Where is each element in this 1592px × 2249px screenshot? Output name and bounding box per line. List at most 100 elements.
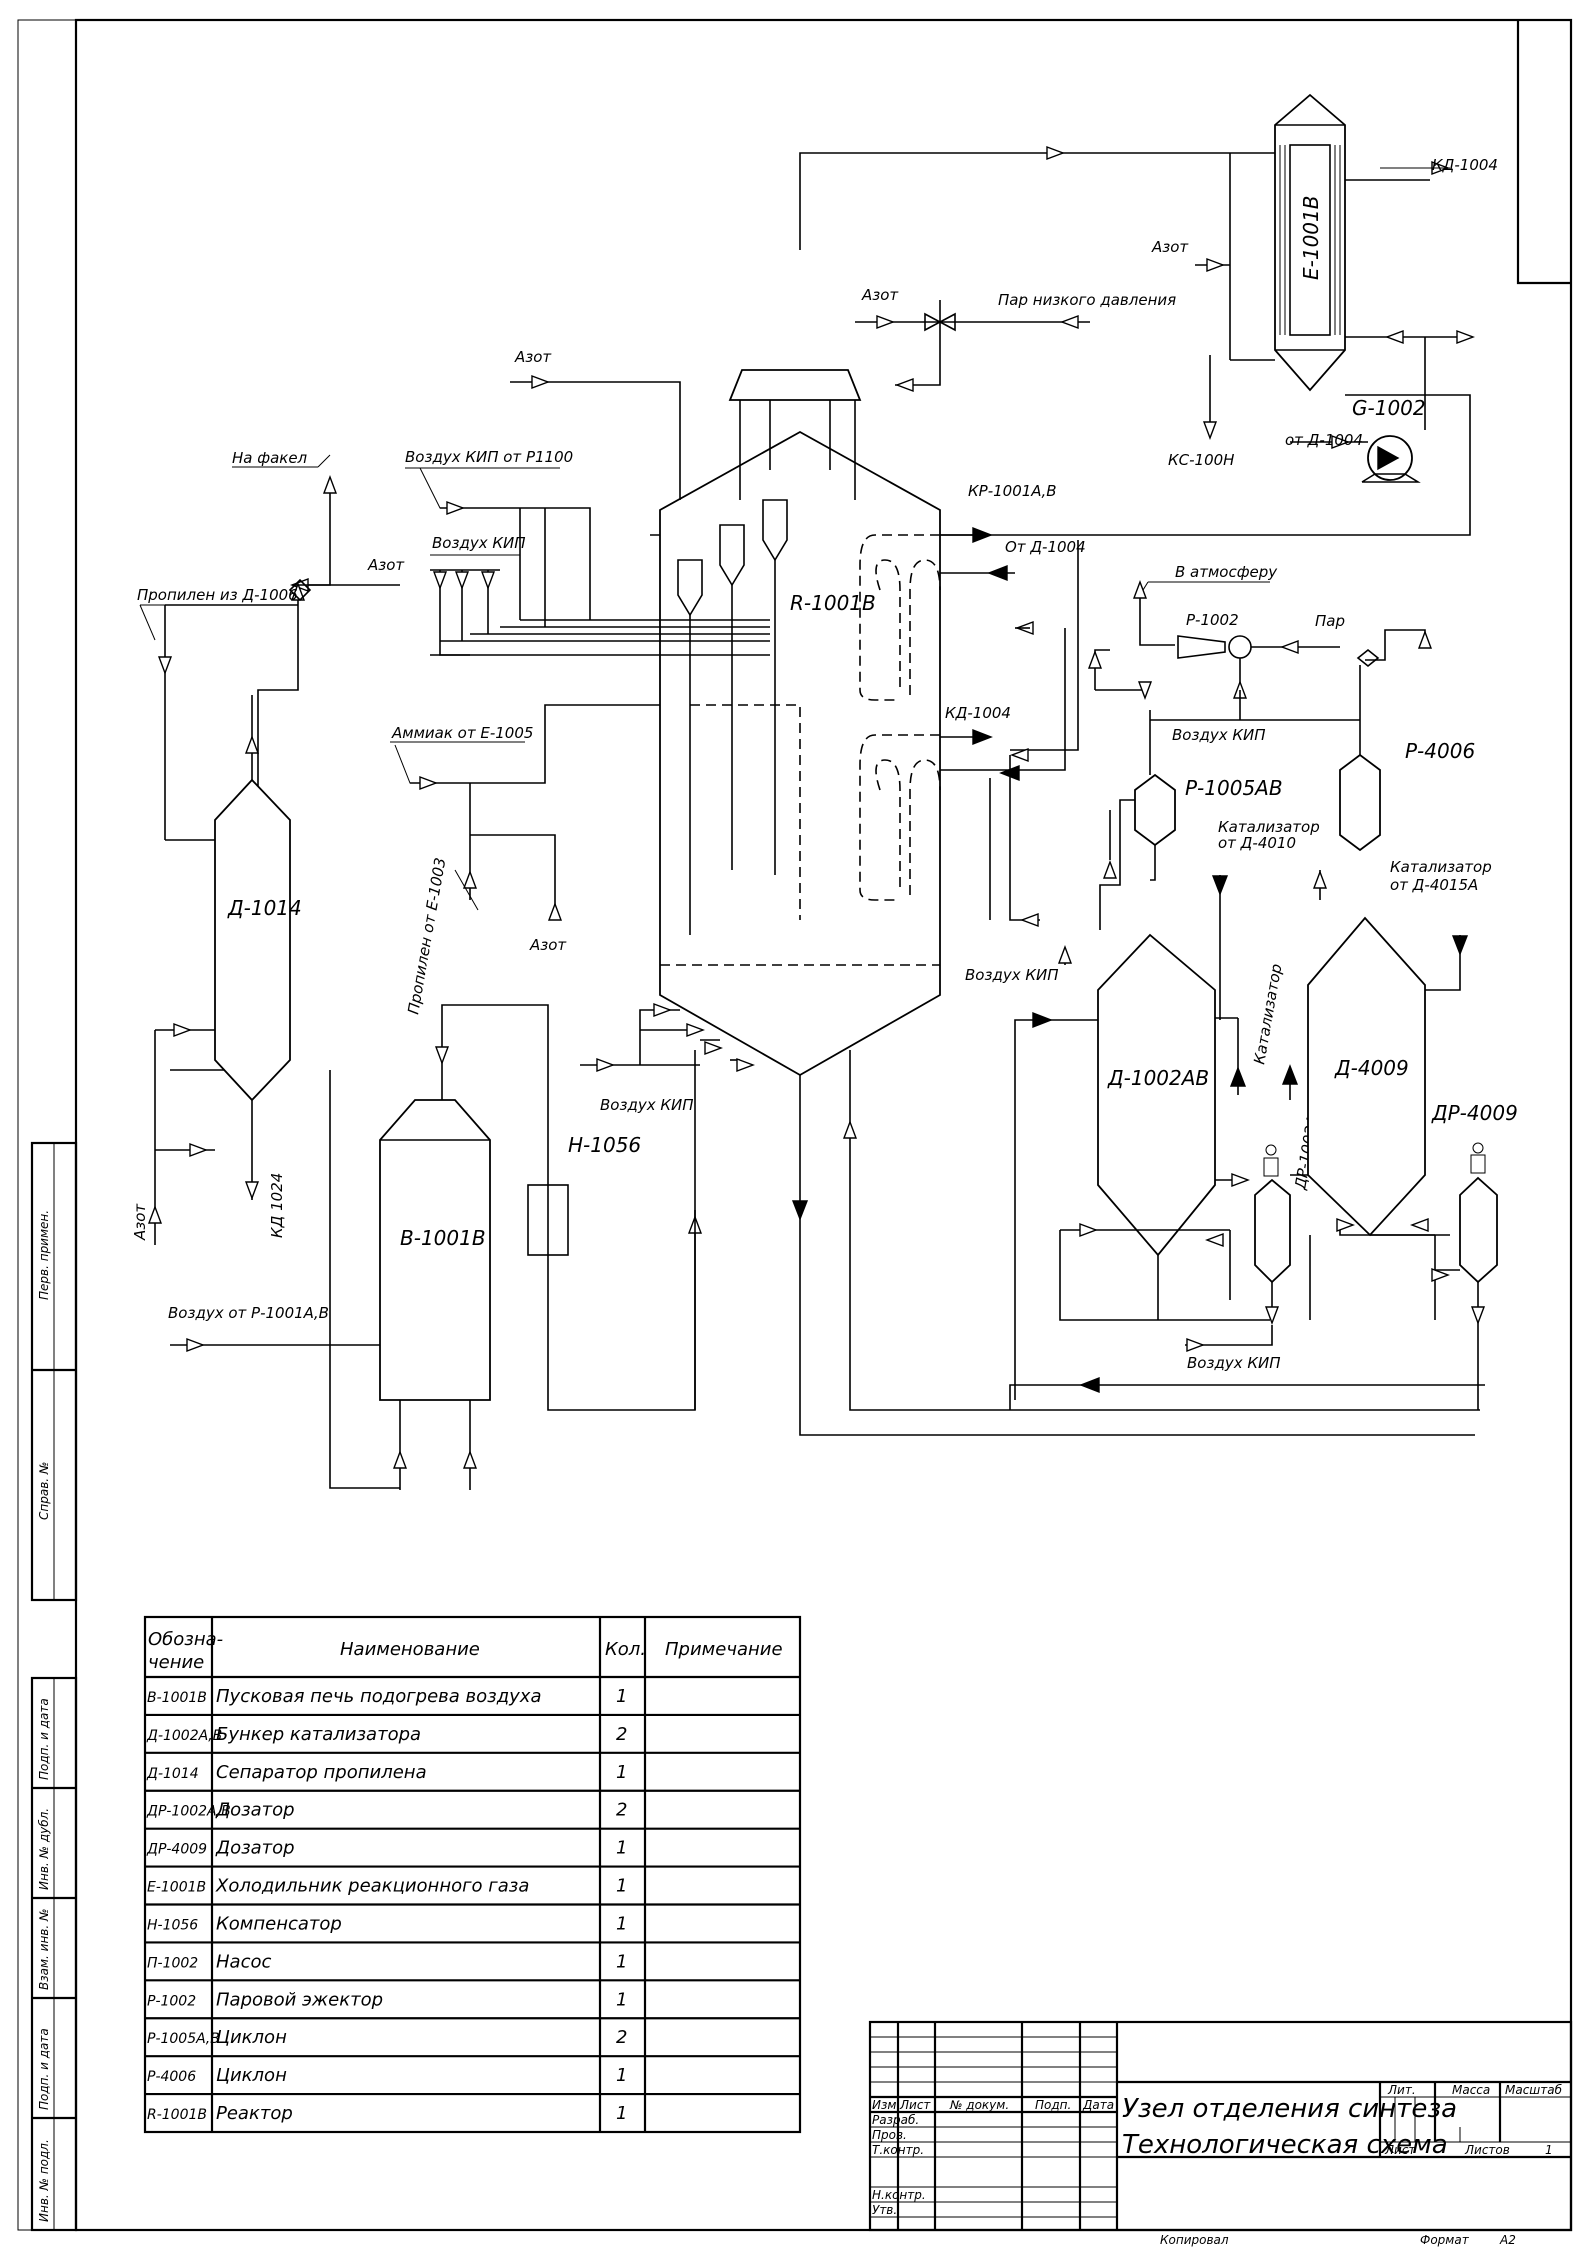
side-sprav-no: Справ. № [37, 1462, 51, 1520]
tb-title-line2: Технологическая схема [1122, 2130, 1448, 2160]
table-cell-designation: Р-1002 [147, 1993, 196, 2009]
table-cell-qty: 1 [616, 2065, 627, 2086]
tag-b1001b: В-1001В [400, 1226, 486, 1250]
label-vozduh-kip-bottom: Воздух КИП [600, 1096, 694, 1114]
table-cell-qty: 2 [616, 1724, 627, 1745]
label-vozduh-kip-p1005: Воздух КИП [1172, 726, 1266, 744]
label-propilen-d1006: Пропилен из Д-1006 [137, 586, 298, 604]
table-cell-qty: 2 [616, 2027, 627, 2048]
table-header-qty: Кол. [605, 1639, 646, 1660]
side-podp-data-2: Подп. и дата [37, 2028, 51, 2110]
label-azot-top: Азот [861, 286, 899, 304]
label-na-fakel: На факел [232, 449, 308, 467]
side-vzam-inv: Взам. инв. № [37, 1909, 51, 1990]
tb-lit: Лит. [1387, 2083, 1416, 2097]
table-cell-name: Дозатор [215, 1838, 295, 1859]
table-cell-name: Холодильник реакционного газа [215, 1876, 529, 1897]
tb-format-value: А2 [1499, 2233, 1516, 2247]
tb-title-line1: Узел отделения синтеза [1122, 2094, 1457, 2124]
tb-razrab: Разраб. [872, 2113, 919, 2127]
label-katalizator-d4010-2: от Д-4010 [1218, 834, 1296, 852]
title-block: Изм. Лист № докум. Подп. Дата Разраб. Пр… [868, 2020, 1573, 2247]
tag-p4006: Р-4006 [1405, 739, 1475, 763]
label-azot-ammiak: Азот [529, 936, 567, 954]
drawing-frame [17, 18, 1573, 2232]
label-vozduh-kip-reactor: Воздух КИП [965, 966, 1059, 984]
tag-d1014: Д-1014 [227, 896, 302, 920]
table-cell-designation: ДР-4009 [146, 1842, 207, 1858]
table-cell-designation: Н-1056 [147, 1917, 198, 1933]
table-cell-qty: 1 [616, 1876, 627, 1897]
tb-utv: Утв. [872, 2203, 897, 2217]
cooler-e1001b: Е-1001В [1274, 93, 1346, 392]
pump-g1002: G-1002 от Д-1004 [1285, 396, 1426, 483]
furnace-b1001b: В-1001В Н-1056 Воздух от Р-1001А,В [168, 1004, 702, 1490]
table-cell-designation: Р-4006 [147, 2069, 196, 2085]
doser-dr4009: ДР-4009 [1431, 1101, 1518, 1410]
table-cell-name: Циклон [216, 2027, 287, 2048]
label-propilen-e1003: Пропилен от Е-1003 [404, 856, 449, 1015]
tag-g1002: G-1002 [1352, 396, 1426, 420]
table-cell-designation: Р-1005А,В [147, 2031, 220, 2047]
tag-r1001b: R-1001В [790, 591, 876, 615]
label-ammiak-e1005: Аммиак от Е-1005 [391, 724, 533, 742]
label-katalizator-vert: Катализатор [1250, 962, 1285, 1065]
tb-tkontr: Т.контр. [872, 2143, 924, 2157]
label-azot-e: Азот [1151, 238, 1189, 256]
hopper-d4009: Д-4009 Катализатор от Д-4015А [1290, 858, 1492, 1320]
separator-d1014: Д-1014 Азот КД 1024 [131, 695, 302, 1245]
table-header-name: Наименование [340, 1639, 480, 1660]
table-cell-name: Бункер катализатора [216, 1724, 421, 1745]
label-katalizator-d4010-1: Катализатор [1218, 818, 1320, 836]
tb-col-doc: № докум. [949, 2098, 1009, 2112]
table-cell-name: Паровой эжектор [216, 1989, 383, 2010]
table-cell-qty: 1 [616, 1686, 627, 1707]
tag-d4009: Д-4009 [1334, 1056, 1409, 1080]
table-cell-name: Реактор [216, 2103, 293, 2124]
tag-dr4009: ДР-4009 [1431, 1101, 1518, 1125]
tb-col-izm: Изм. [872, 2098, 900, 2112]
table-cell-designation: Д-1002А,В [146, 1728, 222, 1744]
label-kd1004-top: КД-1004 [1432, 156, 1498, 174]
specification-table: Обозна- чение Наименование Кол. Примечан… [143, 1615, 802, 2134]
side-stamp: Перв. примен. Справ. № Подп. и дата Инв.… [30, 1141, 78, 2232]
e1001b-piping: КД-1004 Азот КС-100Н [650, 146, 1498, 536]
tb-massa: Масса [1452, 2083, 1490, 2097]
label-katalizator-d4015-2: от Д-4015А [1390, 876, 1478, 894]
tb-kopiroval: Копировал [1160, 2233, 1229, 2247]
reactor-right-connections: КР-1001А,В От Д-1004 КД-1004 Воздух КИП [940, 482, 1086, 984]
table-cell-qty: 1 [616, 1762, 627, 1783]
tb-listov: Листов [1464, 2143, 1510, 2157]
table-cell-qty: 1 [616, 1989, 627, 2010]
cyclones-p1005-p4006: Воздух КИП Р-1005АВ Р-4006 [1099, 665, 1475, 930]
reactor-nitrogen-inlet: Азот [510, 348, 681, 500]
label-vozduh-kip-right: Воздух КИП [1187, 1354, 1281, 1372]
tb-prov: Пров. [872, 2128, 907, 2142]
ammonia-line: Аммиак от Е-1005 Пропилен от Е-1003 Азот [390, 704, 660, 1016]
table-cell-designation: ДР-1002А,В [146, 1804, 231, 1820]
label-kd1024: КД 1024 [268, 1173, 286, 1238]
label-kp1001ab: КР-1001А,В [968, 482, 1057, 500]
side-perv-primen: Перв. примен. [37, 1210, 51, 1300]
label-vozduh-kip-p1100: Воздух КИП от Р1100 [405, 448, 573, 466]
label-azot-fakel: Азот [367, 556, 405, 574]
table-header-designation-1: Обозна- [148, 1629, 223, 1650]
table-cell-qty: 1 [616, 2103, 627, 2124]
label-kd1004-mid: КД-1004 [945, 704, 1011, 722]
table-cell-designation: R-1001В [147, 2107, 207, 2123]
table-cell-designation: В-1001В [147, 1690, 207, 1706]
tb-nkontr: Н.контр. [872, 2188, 926, 2202]
table-cell-designation: П-1002 [147, 1955, 198, 1971]
label-ot-d1004: От Д-1004 [1005, 538, 1086, 556]
top-valves: Азот Пар низкого давления [855, 286, 1176, 392]
tag-d1002ab: Д-1002АВ [1107, 1066, 1209, 1090]
table-cell-qty: 1 [616, 1838, 627, 1859]
reactor-r1001b: R-1001В [430, 369, 941, 1077]
tb-listov-value: 1 [1545, 2143, 1553, 2157]
table-cell-qty: 2 [616, 1800, 627, 1821]
table-cell-designation: Е-1001В [147, 1880, 206, 1896]
ejector-p1002: В атмосферу Р-1002 Пар [1088, 563, 1432, 699]
label-v-atmosferu: В атмосферу [1175, 563, 1278, 581]
label-vozduh-p1001: Воздух от Р-1001А,В [168, 1304, 329, 1322]
